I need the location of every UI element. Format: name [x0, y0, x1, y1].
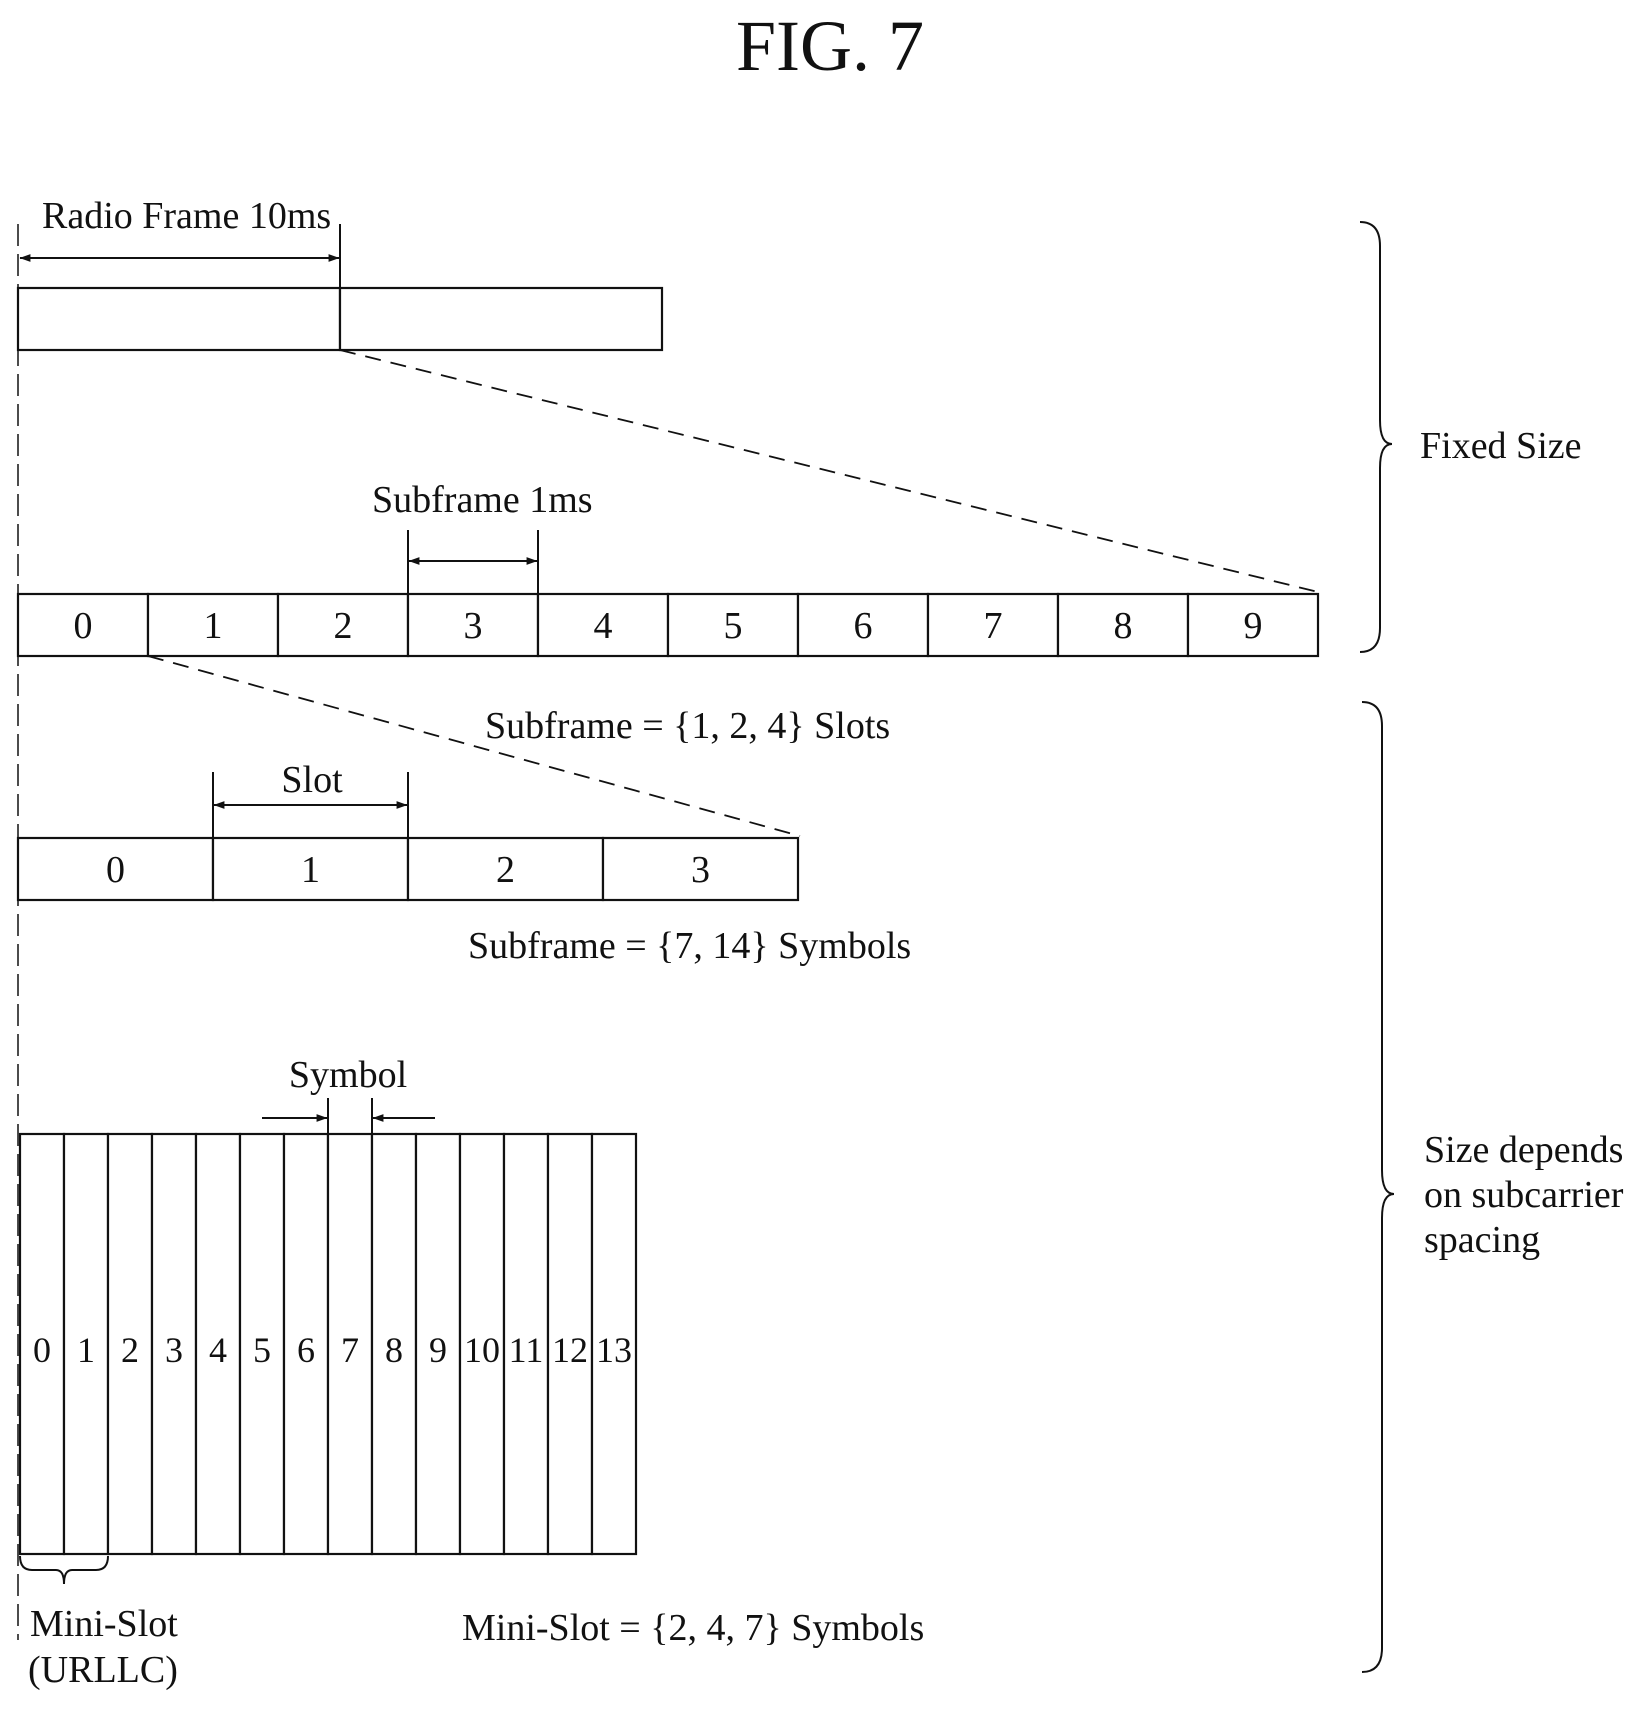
mini-slot-label-line2: (URLLC) [28, 1649, 178, 1691]
symbol-number: 8 [385, 1330, 403, 1370]
symbol-number: 11 [509, 1330, 544, 1370]
mini-slot-symbols-label: Mini-Slot = {2, 4, 7} Symbols [462, 1607, 924, 1649]
slot-number: 1 [301, 849, 320, 891]
size-depends-brace [1362, 702, 1394, 1672]
mini-slot-label-line1: Mini-Slot [30, 1603, 178, 1645]
symbol-number: 13 [596, 1330, 632, 1370]
subframe-row: 0 1 2 3 4 5 6 7 8 9 [18, 594, 1318, 656]
size-depends-label-line1: Size depends [1424, 1129, 1623, 1171]
symbol-number: 6 [297, 1330, 315, 1370]
subframe-number: 0 [74, 605, 93, 647]
symbol-number: 1 [77, 1330, 95, 1370]
subframe-number: 3 [464, 605, 483, 647]
slot-number: 0 [106, 849, 125, 891]
symbol-number: 10 [464, 1330, 500, 1370]
fixed-size-label: Fixed Size [1420, 425, 1581, 467]
size-depends-label-line3: spacing [1424, 1219, 1540, 1261]
slot-number: 3 [691, 849, 710, 891]
subframe-number: 1 [204, 605, 223, 647]
symbol-number: 2 [121, 1330, 139, 1370]
size-depends-label-line2: on subcarrier [1424, 1174, 1624, 1216]
fixed-size-brace [1360, 222, 1392, 652]
zoom-line-frame-to-subframes [340, 350, 1318, 592]
symbol-number: 4 [209, 1330, 227, 1370]
symbol-number: 12 [552, 1330, 588, 1370]
subframe-label: Subframe 1ms [372, 479, 593, 521]
subframe-number: 6 [854, 605, 873, 647]
mini-slot-brace [20, 1556, 108, 1584]
figure-title: FIG. 7 [736, 6, 924, 86]
subframe-number: 8 [1114, 605, 1133, 647]
subframe-number: 5 [724, 605, 743, 647]
subframe-number: 2 [334, 605, 353, 647]
subframe-number: 4 [594, 605, 613, 647]
symbol-number: 7 [341, 1330, 359, 1370]
radio-frame-box-1 [18, 288, 340, 350]
subframe-symbols-label: Subframe = {7, 14} Symbols [468, 925, 911, 967]
slot-row: 0 1 2 3 [18, 838, 798, 900]
symbol-number: 3 [165, 1330, 183, 1370]
radio-frame-label: Radio Frame 10ms [42, 195, 331, 237]
radio-frame-box-2 [340, 288, 662, 350]
symbol-row: 012345678910111213 [20, 1134, 636, 1554]
symbol-number: 9 [429, 1330, 447, 1370]
slot-number: 2 [496, 849, 515, 891]
symbol-label: Symbol [289, 1054, 407, 1096]
subframe-number: 9 [1244, 605, 1263, 647]
symbol-number: 0 [33, 1330, 51, 1370]
slot-label: Slot [281, 759, 343, 801]
symbol-number: 5 [253, 1330, 271, 1370]
subframe-slots-label: Subframe = {1, 2, 4} Slots [485, 705, 890, 747]
subframe-number: 7 [984, 605, 1003, 647]
